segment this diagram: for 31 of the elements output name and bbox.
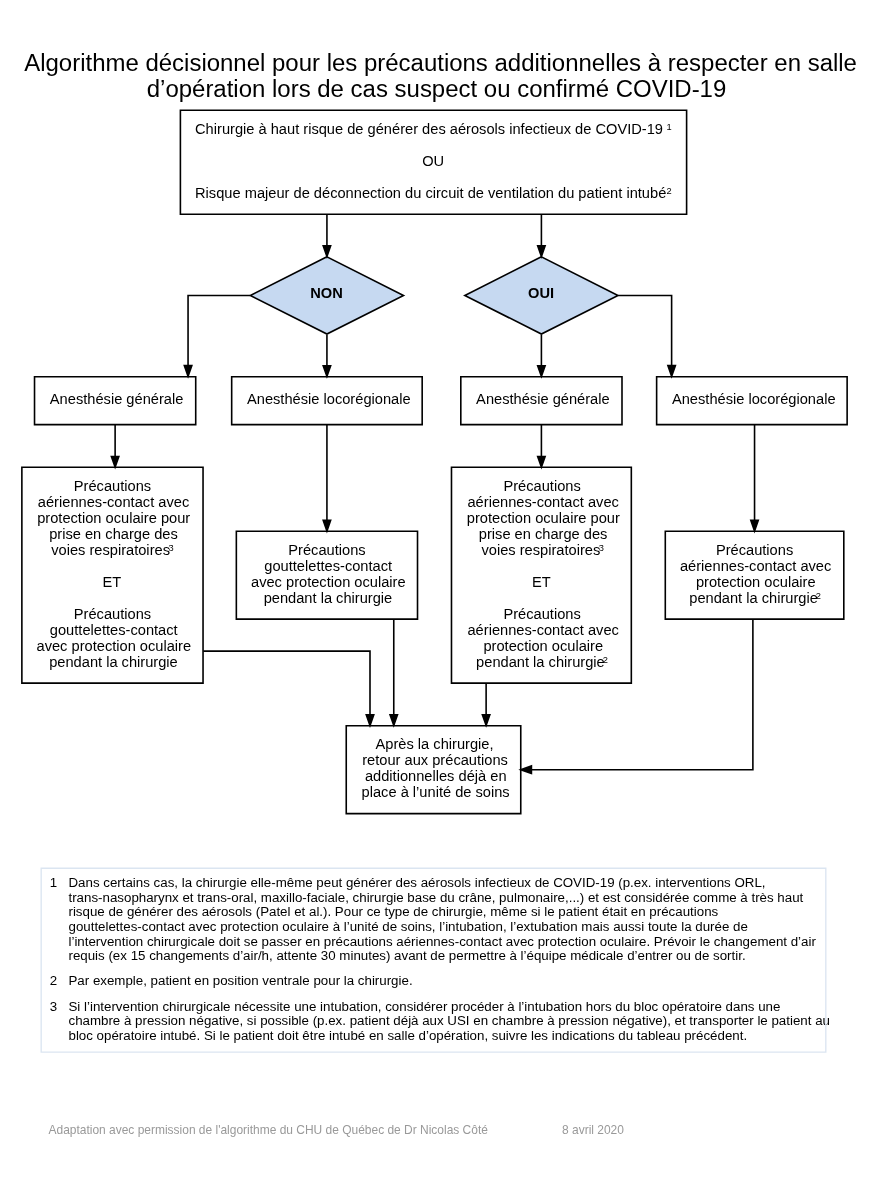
arrow [749, 423, 760, 533]
arrow [536, 213, 547, 259]
label: 2 [49, 972, 58, 988]
arrow [202, 649, 375, 728]
node-box: Anesthésie locorégionale [230, 375, 423, 425]
arrow [322, 333, 332, 379]
label: Par exemple, patient en position ventrale pour la chirurgie. [68, 972, 413, 988]
arrow [536, 423, 547, 470]
arrow [322, 213, 332, 259]
node-box: Anesthésie générale [33, 375, 197, 425]
arrow [518, 618, 754, 775]
arrow [322, 423, 332, 533]
node-diamond: NON [248, 255, 406, 335]
arrow [617, 294, 677, 379]
arrow [536, 333, 547, 379]
node-box: Anesthésie générale [460, 375, 623, 425]
label: Dans certains cas, la chirurgie elle-même peut générer des aérosols infectieux de COVID-19 (p.ex. interventions ORL, trans-nasopharynx et trans-oral, maxillo-faciale, chirurgie base du crâne, pulmonaire,...) et est considérée comme à très haut risque de générer des aérosols (Patel et al.). Pour ce type de chirurgie, même si le patient était en précautions gouttelettes-contact avec protection oculaire à l’unité de soins, l’intubation, l’extubation mais aussi toute la durée de l’intervention chirurgicale doit se passer en précautions aériennes-contact avec protection oculaire. Prévoir le changement d’air requis (ex 15 changements d’air/h, attente 30 minutes) avant de permettre à l’équipe médicale d’entrer ou de sortir. [68, 874, 816, 963]
diagram-title: Algorithme décisionnel pour les précautions additionnelles à respecter en salle d’opération lors de cas suspect ou confirmé COVID-19 [24, 48, 857, 102]
arrow [481, 681, 491, 728]
arrow [388, 618, 399, 728]
label: 1 [49, 874, 58, 890]
label: 8 avril 2020 [562, 1122, 624, 1137]
node-box: Après la chirurgie, retour aux précautions additionnelles déjà en place à l’unité de soins [345, 724, 522, 814]
label: 3 [49, 998, 58, 1014]
arrow [183, 294, 251, 379]
label: Si l’intervention chirurgicale nécessite une intubation, considérer procéder à l’intubation hors du bloc opératoire dans une chambre à pression négative, si possible (p.ex. patient déjà aux USI en chambre à pression négative), et transporter le patient au bloc opératoire intubé. Si le patient doit être intubé en salle d’opération, suivre les indications du tableau précédent. [68, 998, 830, 1043]
node-box: Anesthésie locorégionale [655, 375, 848, 425]
arrow [110, 423, 120, 470]
node-diamond: OUI [463, 255, 620, 335]
label: Adaptation avec permission de l'algorithme du CHU de Québec de Dr Nicolas Côté [48, 1122, 488, 1137]
node-box: Précautions gouttelettes-contact avec protection oculaire pendant la chirurgie [235, 529, 419, 620]
